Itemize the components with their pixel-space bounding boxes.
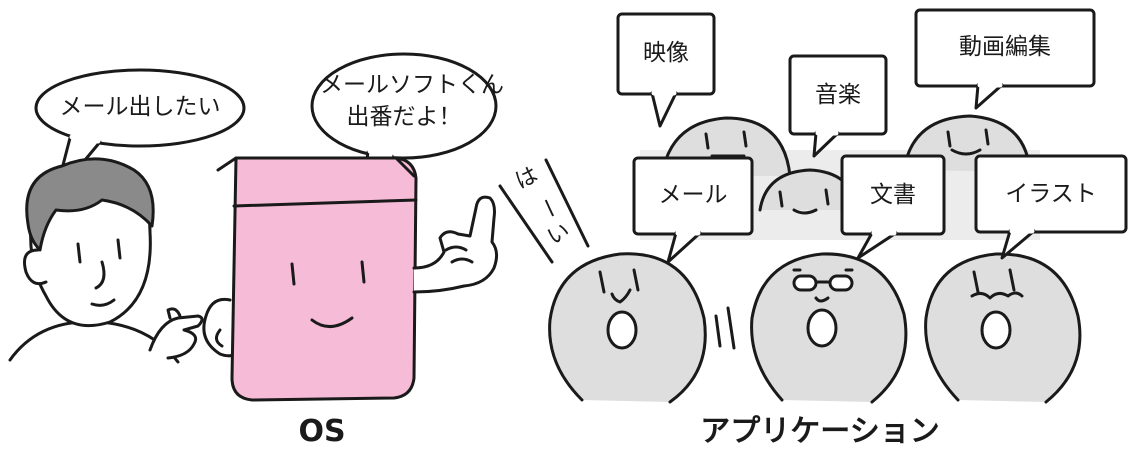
os-speech-line2: 出番だよ！ xyxy=(346,104,462,130)
person-speech-text: メール出したい xyxy=(59,94,221,120)
app-label-document: 文書 xyxy=(870,182,916,208)
app-label-video-edit: 動画編集 xyxy=(959,34,1051,60)
applications-caption: アプリケーション xyxy=(700,414,940,449)
person-icon xyxy=(8,157,204,364)
mail-app-character xyxy=(548,252,736,404)
document-app-character xyxy=(750,252,908,404)
bubble-music xyxy=(788,54,888,158)
illustration-app-character xyxy=(924,252,1082,404)
app-label-mail: メール xyxy=(658,182,728,208)
app-label-music: 音楽 xyxy=(815,82,861,108)
app-label-video: 映像 xyxy=(643,40,689,66)
app-label-illustration: イラスト xyxy=(1005,181,1097,207)
bubble-illustration xyxy=(974,154,1128,260)
bubble-document xyxy=(840,154,946,260)
bubble-video-edit xyxy=(914,8,1096,110)
reply-lines xyxy=(498,158,590,264)
bubble-mail xyxy=(632,156,754,264)
os-caption: OS xyxy=(298,414,346,449)
bubble-video xyxy=(616,12,716,128)
os-box-character-icon xyxy=(202,156,499,402)
os-speech-line1: メールソフトくん xyxy=(320,72,504,98)
